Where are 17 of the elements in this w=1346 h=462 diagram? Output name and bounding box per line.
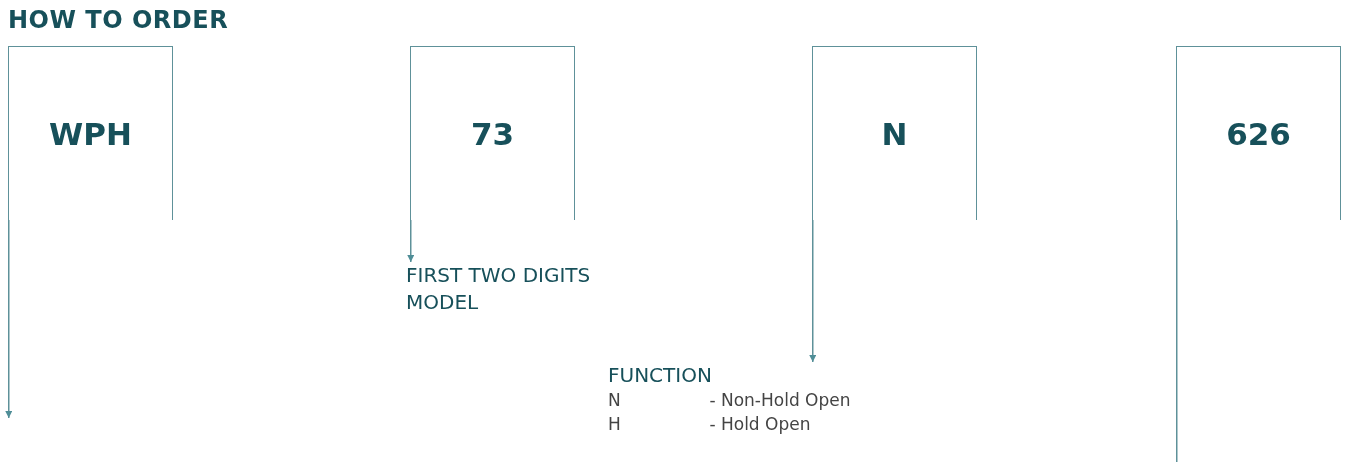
description-text: FIRST TWO DIGITS MODEL	[406, 262, 592, 316]
arrow	[5, 219, 13, 419]
section-heading: FUNCTION	[608, 362, 712, 388]
code-box	[410, 46, 575, 220]
order-code: 626	[1226, 115, 1291, 152]
option-row-text: N - Non-Hold Open	[608, 389, 851, 412]
code-box	[812, 46, 977, 220]
arrow	[809, 219, 817, 363]
order-code: N	[881, 115, 908, 152]
page-title: HOW TO ORDER	[8, 6, 229, 34]
option-row-text: H - Hold Open	[608, 413, 811, 436]
connector-line	[1176, 219, 1178, 462]
code-box	[1176, 46, 1341, 220]
code-box	[8, 46, 173, 220]
order-code: 73	[470, 115, 515, 152]
order-code: WPH	[49, 115, 132, 152]
arrow	[407, 219, 415, 263]
